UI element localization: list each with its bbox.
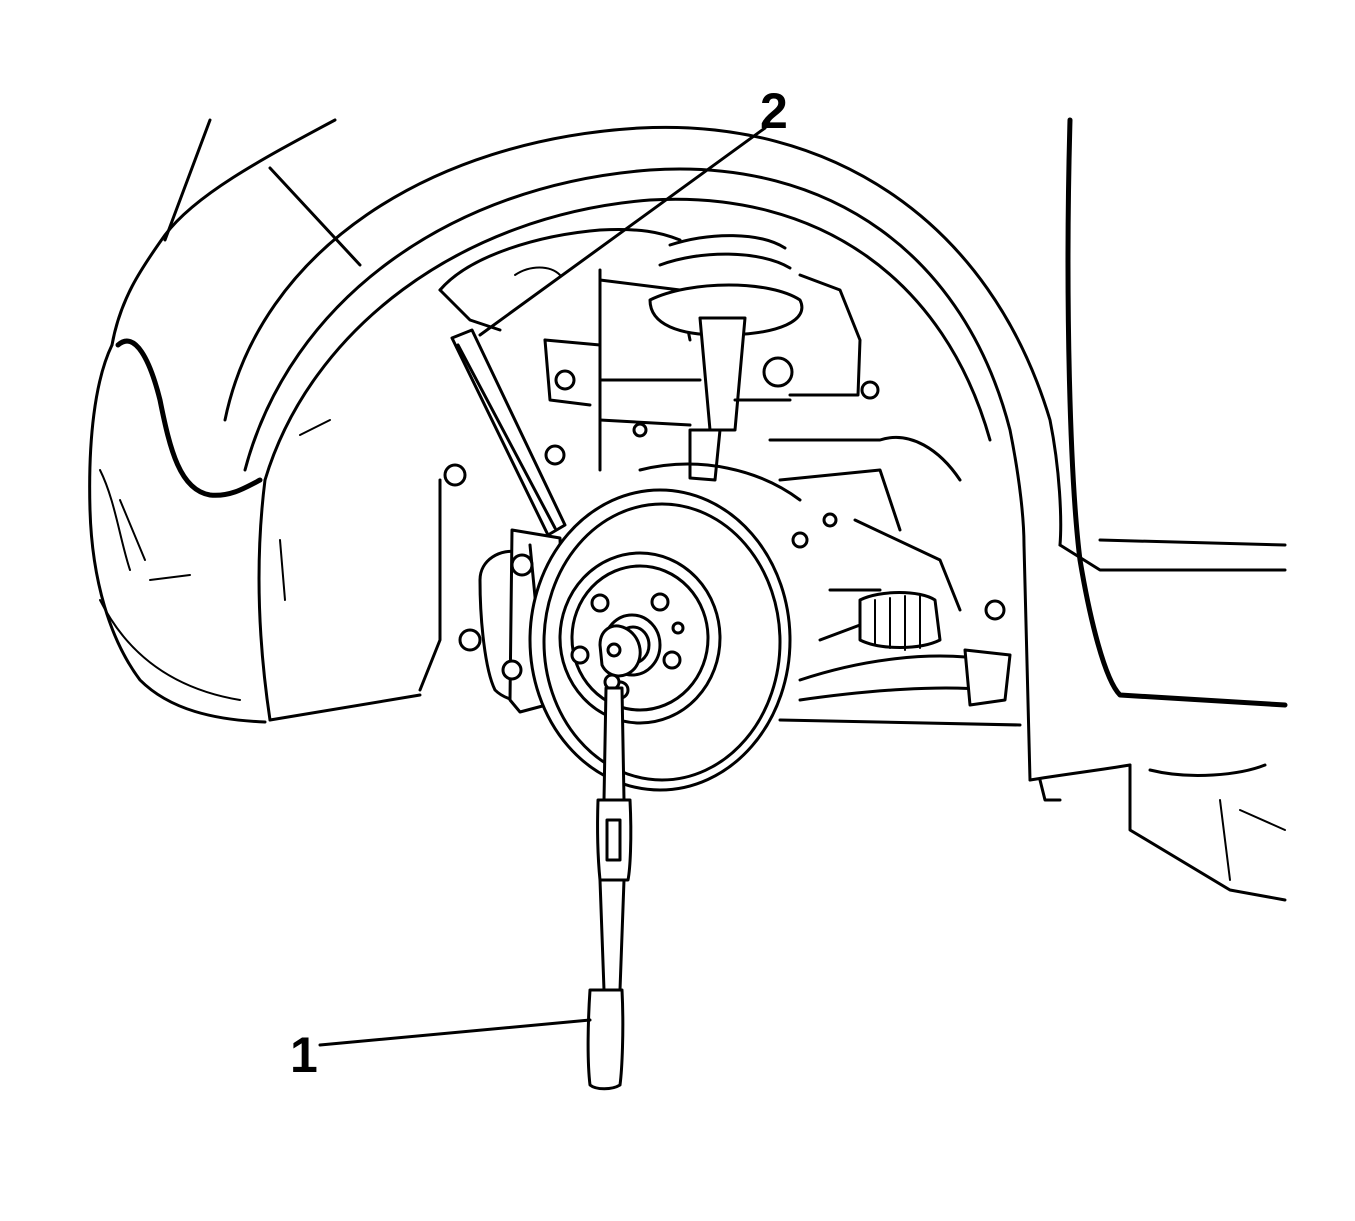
brake-rotor (528, 488, 792, 792)
breaker-bar (586, 624, 642, 1091)
body-side (1022, 117, 1288, 902)
callout-1: 1 (290, 1027, 318, 1083)
pry-bar (450, 328, 567, 537)
suspension-assembly (418, 228, 1022, 727)
leader-line-2 (478, 126, 767, 337)
callout-2: 2 (760, 83, 788, 139)
leader-line-1 (318, 1018, 592, 1047)
wheel-arch (223, 125, 1063, 722)
front-fascia (88, 118, 362, 724)
leader-lines (318, 126, 767, 1047)
